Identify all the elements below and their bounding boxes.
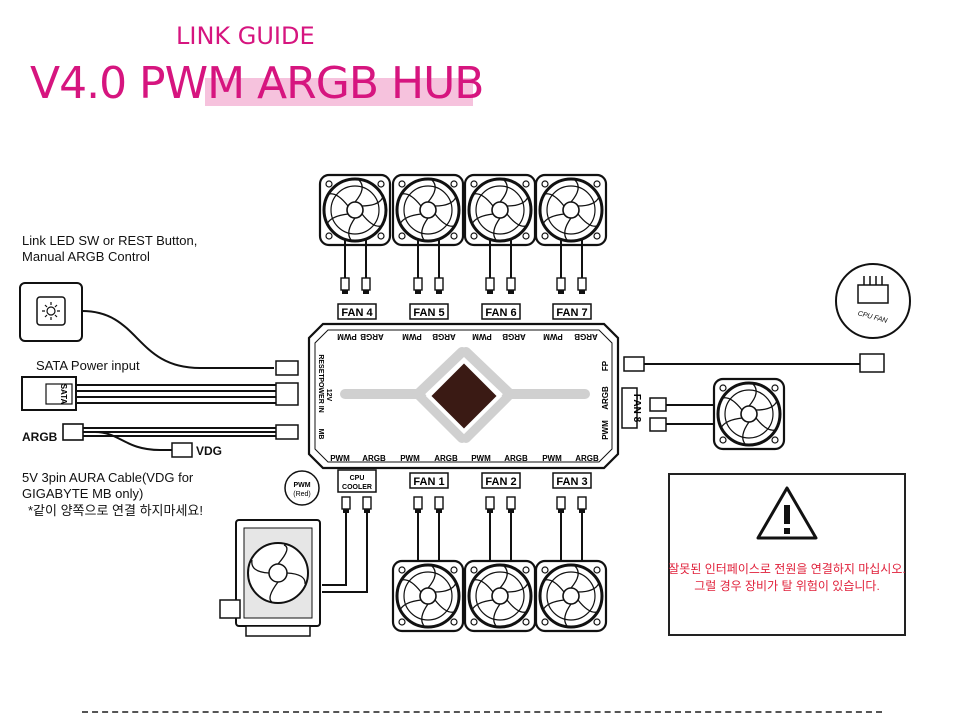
vdg-plug (171, 442, 193, 458)
fan-5-label: FAN 5 (413, 307, 444, 319)
link-led-note-line2: Manual ARGB Control (22, 249, 150, 264)
warning-icon (756, 486, 818, 540)
fan-4-icon (318, 173, 392, 247)
fan-8-icon (712, 377, 786, 451)
argb-cable (83, 427, 276, 451)
argb-hub-plug (275, 424, 299, 440)
vdg-note: VDG (196, 444, 223, 458)
korean-note: *같이 양쪽으로 연결 하지마세요! (28, 503, 203, 518)
svg-text:PWM: PWM (337, 332, 357, 341)
svg-text:(Red): (Red) (293, 491, 311, 498)
page-title: V4.0 PWM ARGB HUB (30, 58, 484, 109)
link-led-note-line1: Link LED SW or REST Button, (22, 233, 198, 248)
hub-center-diamond (425, 357, 503, 435)
fan-5-icon (391, 173, 465, 247)
svg-text:ARGB: ARGB (362, 454, 386, 463)
fan-7-icon (534, 173, 608, 247)
argb-connector (62, 423, 84, 441)
svg-text:ARGB: ARGB (502, 332, 526, 341)
svg-text:FP: FP (601, 360, 610, 371)
hub-top-port-labels: PWM ARGB PWM ARGB PWM ARGB PWM ARGB (337, 332, 598, 341)
svg-text:PWM: PWM (542, 454, 562, 463)
svg-text:ARGB: ARGB (574, 332, 598, 341)
fan-2-icon (463, 559, 537, 633)
bottom-divider (82, 711, 882, 713)
fan-3-icon (534, 559, 608, 633)
fan-2-label: FAN 2 (485, 476, 516, 488)
sata-plug-label: SATA (59, 384, 68, 405)
led-sun-icon (42, 302, 60, 320)
svg-text:POWER IN: POWER IN (317, 377, 324, 412)
bottom-fan-plugs (341, 496, 587, 514)
svg-text:PWM: PWM (402, 332, 422, 341)
led-switch-plug (275, 360, 299, 376)
svg-text:ARGB: ARGB (504, 454, 528, 463)
warning-text-line2: 그럴 경우 장비가 탈 위험이 있습니다. (694, 579, 880, 593)
svg-text:PWM: PWM (601, 420, 610, 440)
svg-text:ARGB: ARGB (432, 332, 456, 341)
warning-text-line1: 잘못된 인터페이스로 전원을 연결하지 마십시오. (668, 562, 906, 576)
svg-text:PWM: PWM (330, 454, 350, 463)
svg-text:ARGB: ARGB (575, 454, 599, 463)
cpu-cooler-label-line2: COOLER (342, 484, 372, 491)
link-guide-subtitle: LINK GUIDE (176, 22, 315, 50)
sata-cable (76, 384, 276, 404)
top-fan-plugs (340, 277, 587, 295)
svg-text:PWM: PWM (543, 332, 563, 341)
fan-8-label: FAN 8 (631, 394, 642, 423)
cpu-cooler-label-line1: CPU (350, 475, 365, 482)
cpu-cooler-icon (219, 519, 321, 637)
bottom-fan-cables (322, 513, 583, 593)
svg-text:12V: 12V (325, 389, 332, 402)
fan-1-icon (391, 559, 465, 633)
hub-bottom-port-labels: PWM ARGB PWM ARGB PWM ARGB PWM ARGB (330, 454, 599, 463)
hub-left-labels: RESET POWER IN 12V MB (317, 354, 332, 439)
title-highlight (205, 78, 473, 106)
fan-4-label: FAN 4 (341, 307, 373, 319)
svg-text:ARGB: ARGB (360, 332, 384, 341)
svg-text:PWM: PWM (293, 482, 310, 489)
svg-text:ARGB: ARGB (601, 386, 610, 410)
svg-text:MB: MB (317, 429, 324, 440)
fan-3-label: FAN 3 (556, 476, 587, 488)
fan-6-label: FAN 6 (485, 307, 516, 319)
bottom-fan-labels: CPU COOLER FAN 1 FAN 2 FAN 3 (337, 469, 592, 493)
top-fan-labels: FAN 4 FAN 5 FAN 6 FAN 7 (337, 303, 592, 320)
argb-note: ARGB (22, 430, 58, 444)
top-fan-cables (344, 240, 583, 282)
aura-note-line1: 5V 3pin AURA Cable(VDG for (22, 470, 194, 485)
aura-note-line2: GIGABYTE MB only) (22, 486, 144, 501)
svg-text:RESET: RESET (317, 354, 324, 378)
hub-light-bars (340, 347, 590, 443)
fan-7-label: FAN 7 (556, 307, 587, 319)
led-switch-cable (81, 310, 274, 369)
pwm-red-badge (284, 470, 320, 506)
svg-text:PWM: PWM (472, 332, 492, 341)
sata-note: SATA Power input (36, 358, 140, 373)
svg-text:PWM: PWM (471, 454, 491, 463)
hub-right-labels: FP ARGB PWM (601, 360, 610, 440)
fan-6-icon (463, 173, 537, 247)
svg-text:PWM: PWM (400, 454, 420, 463)
fan-1-label: FAN 1 (413, 476, 444, 488)
svg-text:ARGB: ARGB (434, 454, 458, 463)
sata-hub-plug (275, 382, 299, 406)
